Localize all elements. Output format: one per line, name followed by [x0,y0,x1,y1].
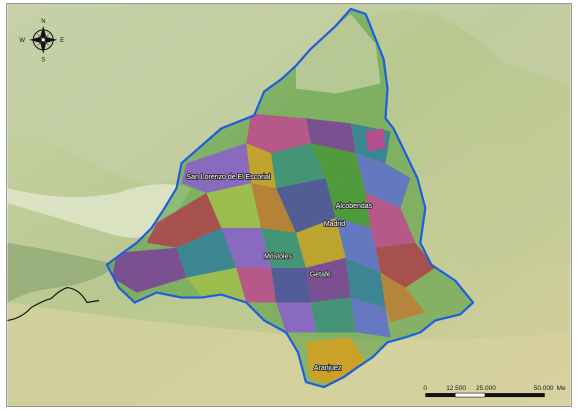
municipality-patch [176,227,237,278]
scale-tick-3: 50.000 [534,385,554,392]
municipality-patch [295,13,381,94]
municipality-patch [345,257,386,308]
municipality-patch [111,247,187,293]
municipality-patch [310,297,356,333]
municipality-patch [271,143,326,189]
municipality-patch [276,302,316,333]
municipality-patch [365,128,386,152]
municipality-patch [305,118,356,154]
municipality-patch [295,217,346,268]
place-label-madrid: Madrid [324,221,345,228]
mountain-ridge-north [7,4,571,184]
municipality-patch [305,257,351,303]
municipality-patch [310,143,366,194]
province-border [7,286,100,322]
eastern-hills [425,123,571,273]
municipality-patch [380,272,426,323]
mountain-ridge-shadow [7,242,117,303]
scale-bar: 0 12.500 25.000 50.000 Me [423,385,566,398]
municipality-patch [181,143,252,194]
municipality-patch [261,227,306,268]
municipality-patch [221,227,272,268]
municipality-patch [206,183,262,228]
municipality-patch [186,267,247,303]
municipality-patch [246,113,311,154]
municipality-patch [335,217,381,273]
map-frame[interactable]: Madrid Alcobendas Getafe Móstoles San Lo… [6,3,572,407]
scale-tick-2: 25.000 [476,385,496,392]
municipality-patch [146,193,222,248]
scale-tick-1: 12.500 [446,385,466,392]
municipality-patch [325,178,371,228]
municipality-patch [276,178,336,233]
compass-e: E [60,38,64,44]
place-label-aranjuez: Aranjuez [314,365,342,372]
municipality-patch [251,183,296,233]
municipality-patch [246,143,277,189]
scale-unit: Me [557,385,566,392]
municipality-patch [375,242,436,288]
municipality-patch [355,153,411,208]
place-label-getafe: Getafe [310,272,331,279]
municipality-patch [236,267,277,303]
compass-w: W [19,38,25,44]
region-boundary [105,7,475,389]
map-canvas[interactable]: Madrid Alcobendas Getafe Móstoles San Lo… [7,4,571,406]
municipality-patch [271,267,311,303]
compass-rose-icon: N S E W [19,19,64,64]
compass-n: N [41,19,45,25]
compass-s: S [41,58,45,64]
mountain-ridge-central [7,184,192,238]
valley-plain-south [7,302,571,406]
place-label-escorial: San Lorenzo de El Escorial [187,174,271,181]
scale-tick-0: 0 [423,385,427,392]
municipality-patch [365,193,416,248]
place-label-mostoles: Móstoles [264,254,292,261]
place-label-alcobendas: Alcobendas [336,203,373,210]
municipality-patch [350,297,391,338]
